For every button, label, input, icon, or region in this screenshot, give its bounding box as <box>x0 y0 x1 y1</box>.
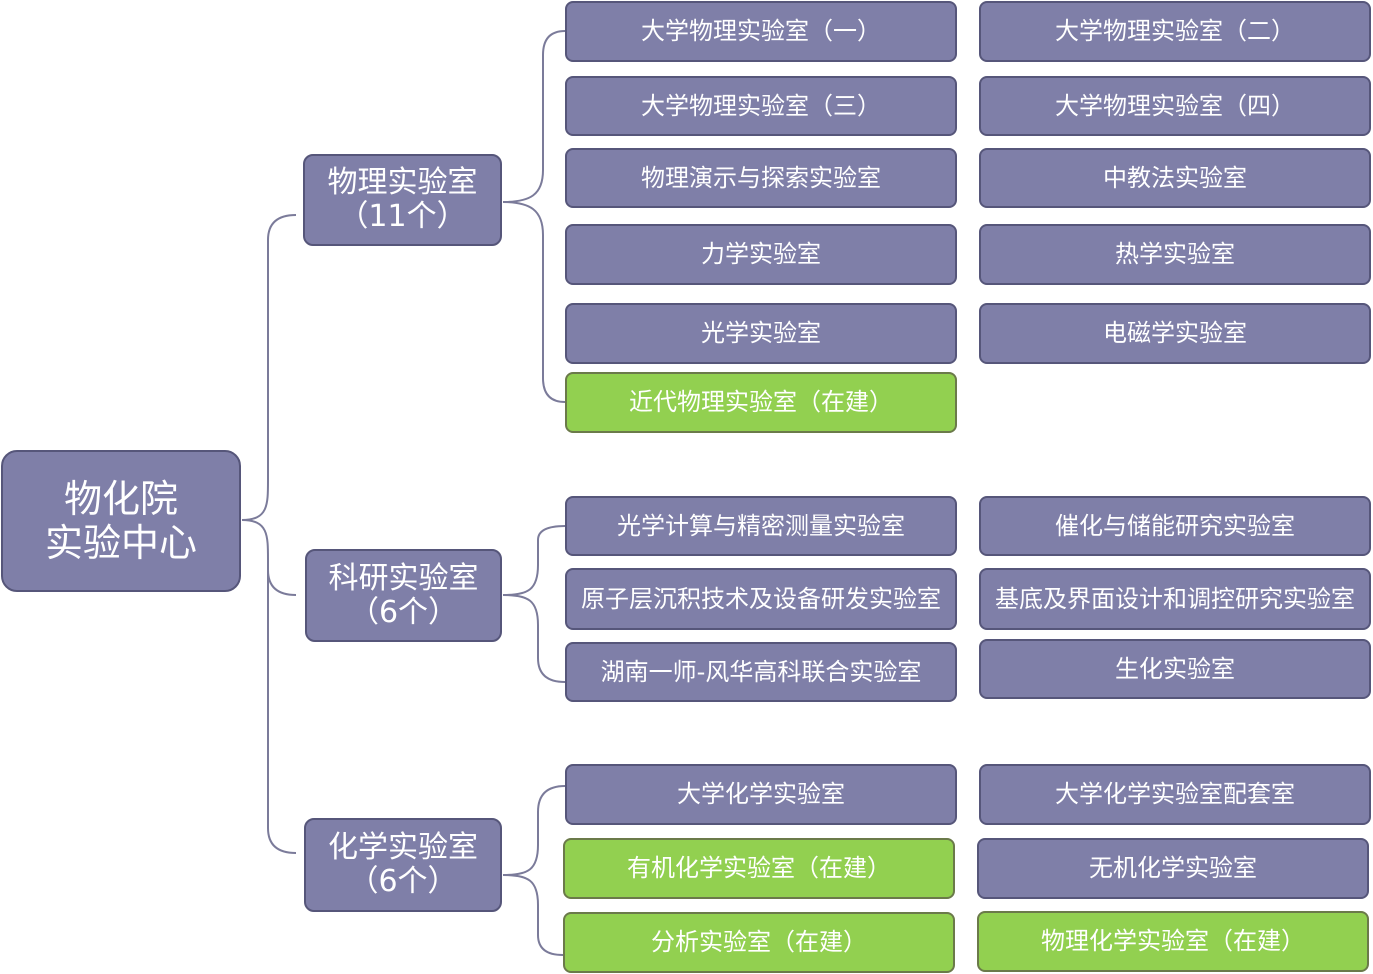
lab-node-physics-1: 大学物理实验室（一） <box>565 1 957 62</box>
lab-node-physics-7: 力学实验室 <box>565 224 957 285</box>
lab-node-chemistry-3: 有机化学实验室（在建） <box>563 838 955 899</box>
lab-node-research-2: 催化与储能研究实验室 <box>979 496 1371 556</box>
lab-label: 力学实验室 <box>701 240 821 268</box>
research-count: （6个） <box>348 594 459 630</box>
lab-node-physics-10: 电磁学实验室 <box>979 303 1371 364</box>
lab-label: 物理化学实验室（在建） <box>1041 927 1305 955</box>
lab-label: 大学物理实验室（三） <box>641 91 881 120</box>
lab-node-chemistry-1: 大学化学实验室 <box>565 764 957 825</box>
lab-label: 中教法实验室 <box>1103 163 1247 192</box>
root-line-2: 实验中心 <box>44 521 197 565</box>
lab-node-physics-9: 光学实验室 <box>565 303 957 364</box>
lab-node-chemistry-2: 大学化学实验室配套室 <box>979 764 1371 825</box>
lab-label: 光学实验室 <box>701 319 821 347</box>
lab-node-physics-11: 近代物理实验室（在建） <box>565 372 957 433</box>
physics-title: 物理实验室 <box>327 165 478 200</box>
physics-category-node: 物理实验室（11个） <box>303 154 502 246</box>
lab-node-research-1: 光学计算与精密测量实验室 <box>565 496 957 556</box>
lab-label: 大学化学实验室配套室 <box>1055 780 1295 808</box>
lab-label: 热学实验室 <box>1115 240 1235 268</box>
lab-label: 大学物理实验室（四） <box>1055 91 1295 120</box>
lab-node-physics-5: 物理演示与探索实验室 <box>565 148 957 208</box>
root-line-1: 物化院 <box>63 477 178 521</box>
research-category-node: 科研实验室（6个） <box>305 549 502 642</box>
lab-label: 电磁学实验室 <box>1103 319 1247 347</box>
lab-label: 大学物理实验室（一） <box>641 17 881 45</box>
physics-count: （11个） <box>338 199 467 234</box>
lab-label: 无机化学实验室 <box>1089 854 1257 882</box>
root-node: 物化院实验中心 <box>1 450 241 592</box>
lab-label: 生化实验室 <box>1115 654 1235 683</box>
lab-label: 大学化学实验室 <box>677 780 845 808</box>
lab-node-chemistry-4: 无机化学实验室 <box>977 838 1369 899</box>
lab-node-physics-3: 大学物理实验室（三） <box>565 76 957 136</box>
lab-label: 近代物理实验室（在建） <box>629 388 893 416</box>
lab-node-chemistry-6: 物理化学实验室（在建） <box>977 911 1369 972</box>
lab-node-research-3: 原子层沉积技术及设备研发实验室 <box>565 568 957 630</box>
lab-label: 光学计算与精密测量实验室 <box>617 511 905 540</box>
lab-label: 催化与储能研究实验室 <box>1055 511 1295 540</box>
lab-label: 有机化学实验室（在建） <box>627 854 891 882</box>
research-title: 科研实验室 <box>328 560 479 596</box>
lab-node-research-5: 湖南一师-风华高科联合实验室 <box>565 642 957 702</box>
lab-label: 基底及界面设计和调控研究实验室 <box>995 584 1355 613</box>
chemistry-title: 化学实验室 <box>328 830 478 865</box>
lab-node-research-6: 生化实验室 <box>979 639 1371 699</box>
lab-node-physics-2: 大学物理实验室（二） <box>979 1 1371 62</box>
lab-node-physics-6: 中教法实验室 <box>979 148 1371 208</box>
lab-node-research-4: 基底及界面设计和调控研究实验室 <box>979 568 1371 630</box>
lab-node-physics-4: 大学物理实验室（四） <box>979 76 1371 136</box>
lab-label: 大学物理实验室（二） <box>1055 17 1295 45</box>
lab-label: 分析实验室（在建） <box>651 928 867 956</box>
lab-label: 原子层沉积技术及设备研发实验室 <box>581 584 941 613</box>
chemistry-count: （6个） <box>348 864 458 899</box>
chemistry-category-node: 化学实验室（6个） <box>304 818 502 912</box>
lab-label: 物理演示与探索实验室 <box>641 163 881 192</box>
lab-node-physics-8: 热学实验室 <box>979 224 1371 285</box>
lab-label: 湖南一师-风华高科联合实验室 <box>600 657 922 686</box>
lab-node-chemistry-5: 分析实验室（在建） <box>563 912 955 973</box>
